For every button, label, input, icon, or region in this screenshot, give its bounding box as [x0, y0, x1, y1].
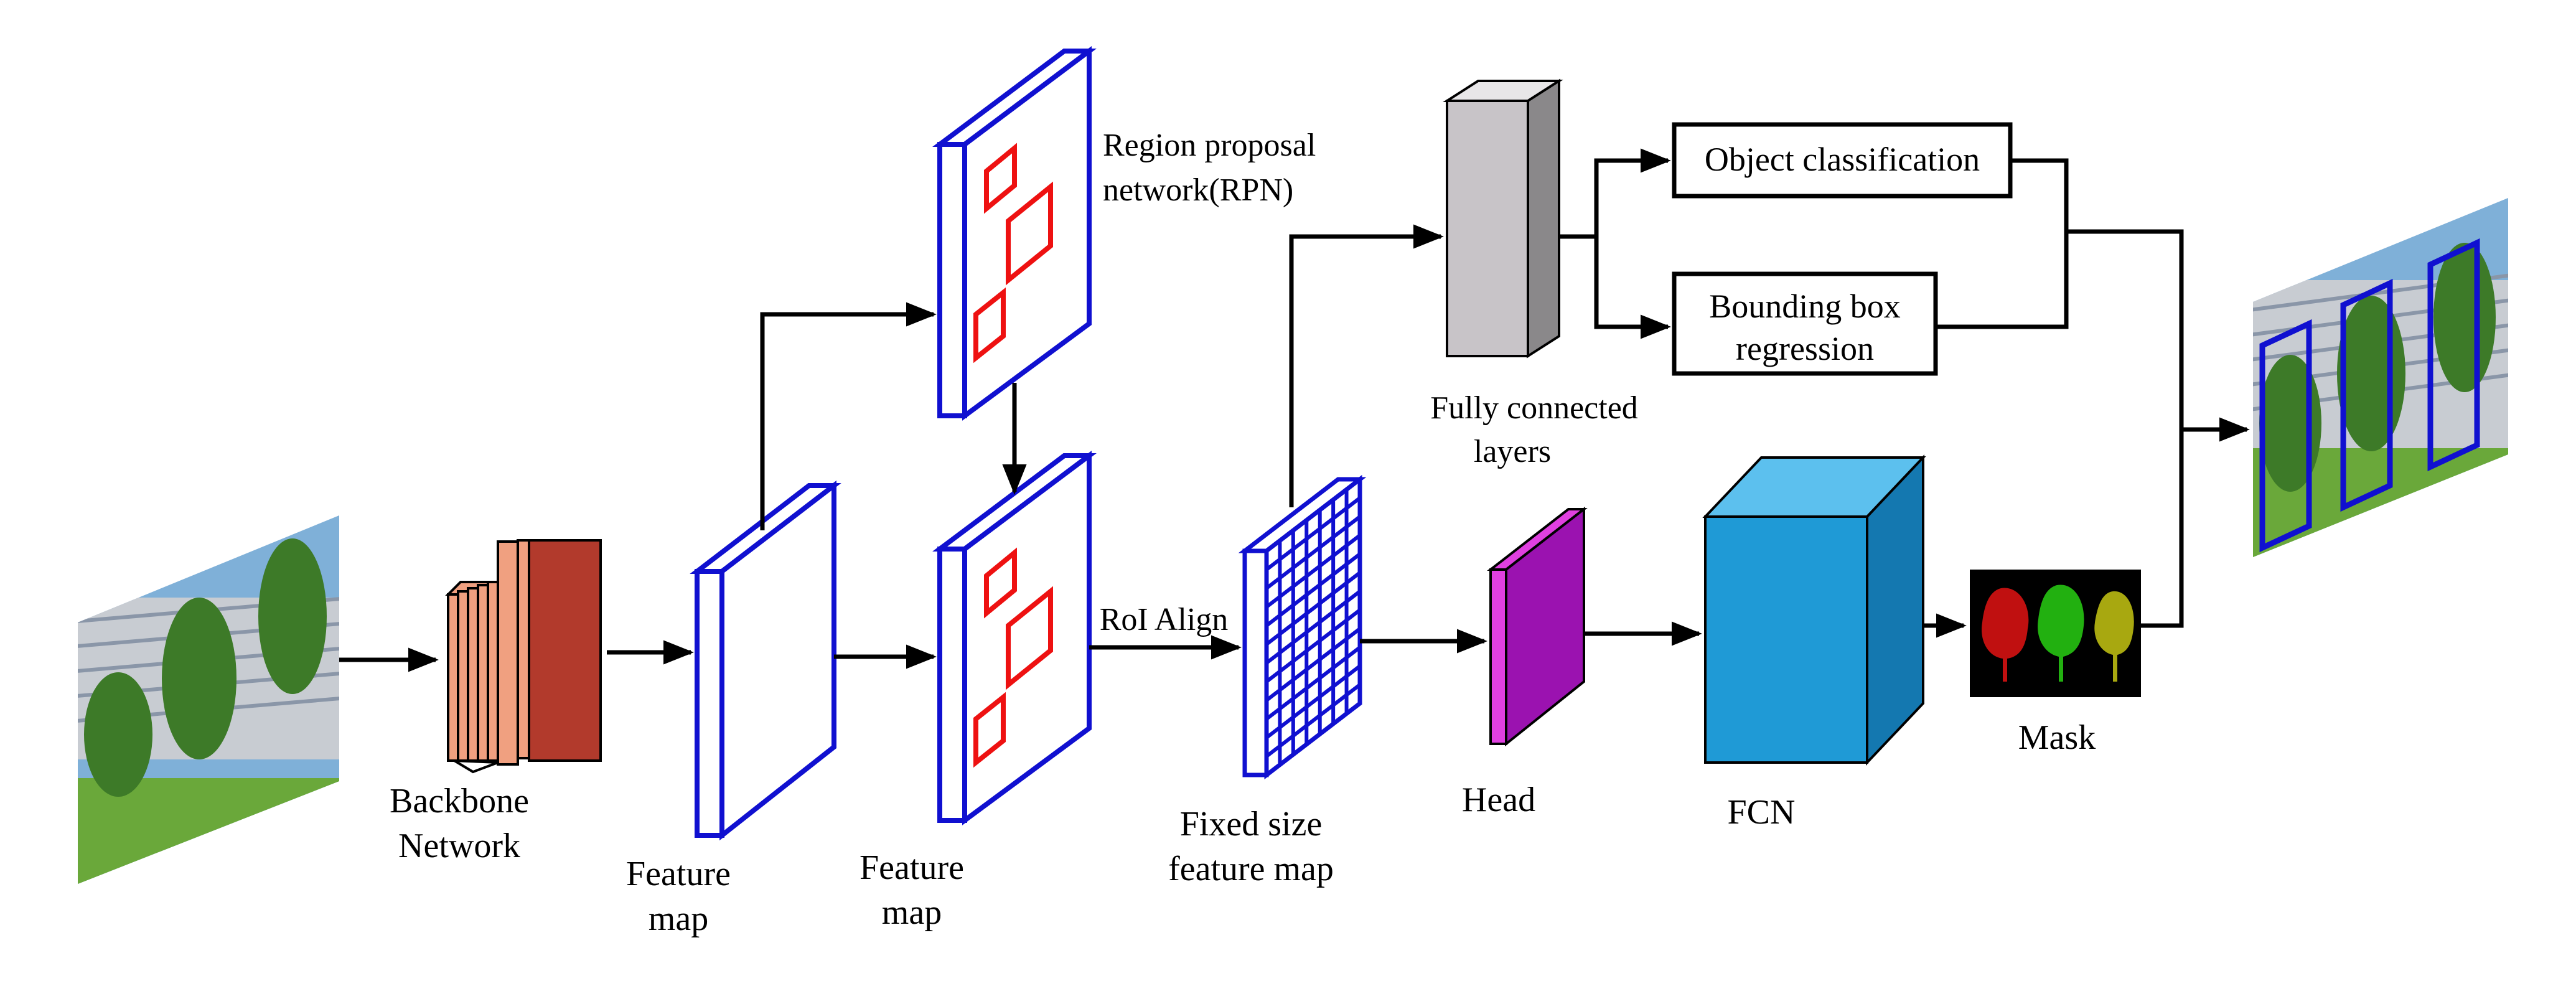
proposal-box-5: [1006, 586, 1053, 690]
arrow-grid-to-fc: [1289, 224, 1444, 507]
grid-row-line: [1265, 533, 1361, 609]
backbone-label-line1: Backbone: [390, 782, 529, 820]
backbone-label-line2: Network: [398, 827, 520, 865]
feature-map-2-label-line1: Feature: [859, 848, 964, 887]
bbox-regression-label-line2: regression: [1736, 330, 1874, 367]
object-classification-box: Object classification: [1672, 122, 2013, 199]
backbone-network: [445, 539, 602, 774]
feature-map-1-label-line1: Feature: [626, 855, 731, 893]
proposal-box-1: [984, 143, 1017, 214]
mask-output: [1970, 570, 2141, 697]
detection-box-3: [2427, 238, 2480, 472]
feature-map-2-proposals: [973, 547, 1053, 768]
grid-row-line: [1265, 664, 1361, 740]
line-classification-out: [2010, 158, 2069, 232]
feature-map-2-label-line2: map: [882, 893, 942, 932]
grid-row-line: [1265, 552, 1361, 627]
bbox-regression-label-line1: Bounding box: [1709, 288, 1901, 325]
detection-boxes: [2259, 238, 2480, 553]
grid-row-line: [1265, 571, 1361, 646]
fcn-block: [1702, 454, 1926, 766]
rpn-label-line2: network(RPN): [1103, 172, 1293, 208]
grid-row-line: [1265, 589, 1361, 665]
mask-label: Mask: [2018, 718, 2096, 757]
head-label: Head: [1462, 781, 1535, 819]
fixed-size-label-line1: Fixed size: [1180, 805, 1323, 843]
feature-grid: [1265, 489, 1361, 765]
rpn-map: [932, 46, 1097, 421]
feature-map-2: [932, 451, 1097, 825]
arrow-feature-to-rpn: [760, 302, 937, 530]
fc-label-line2: layers: [1474, 434, 1551, 469]
tree-middle: [162, 598, 237, 759]
rpn-proposals: [973, 143, 1053, 364]
detection-box-2: [2340, 278, 2393, 512]
rpn-label-line1: Region proposal: [1103, 128, 1316, 163]
grid-row-line: [1265, 646, 1361, 721]
building-photo-icon: [78, 515, 339, 884]
line-merge: [2066, 229, 2184, 430]
proposal-box-2: [1006, 181, 1053, 286]
connectors: [339, 148, 2250, 672]
object-classification-label: Object classification: [1705, 141, 1980, 178]
feature-map-1: [690, 480, 841, 841]
fc-label-line1: Fully connected: [1430, 390, 1638, 426]
proposal-box-3: [973, 287, 1006, 364]
line-bbox-out: [1936, 232, 2069, 329]
line-mask-out: [2141, 430, 2184, 628]
tree-right: [258, 538, 327, 694]
proposal-box-6: [973, 692, 1006, 768]
grid-row-line: [1265, 608, 1361, 683]
mask-green-tree: [2038, 585, 2084, 682]
roi-align-label: RoI Align: [1100, 602, 1229, 637]
fixed-size-label-line2: feature map: [1168, 850, 1334, 888]
grid-row-line: [1265, 496, 1361, 571]
mask-yellow-tree: [2094, 591, 2134, 682]
grass-area: [78, 778, 339, 884]
detection-box-1: [2259, 319, 2312, 553]
grid-row-line: [1265, 683, 1361, 758]
arrow-fc-to-bbox: [1594, 237, 1671, 339]
fcn-label: FCN: [1728, 793, 1796, 832]
tree-left: [84, 672, 152, 797]
arrow-fc-to-classification: [1594, 148, 1671, 237]
bounding-box-regression-box: Bounding box regression: [1672, 271, 1938, 376]
grid-row-line: [1265, 515, 1361, 590]
input-image: [78, 515, 339, 884]
output-image: [2253, 198, 2508, 557]
mask-red-tree: [1982, 588, 2029, 682]
fully-connected-layers: [1443, 78, 1563, 359]
feature-map-1-label-line2: map: [649, 899, 708, 938]
grid-row-line: [1265, 627, 1361, 702]
text-labels: Backbone Network Feature map Feature map…: [390, 128, 2096, 938]
head-block: [1487, 506, 1588, 747]
proposal-box-4: [984, 547, 1017, 619]
